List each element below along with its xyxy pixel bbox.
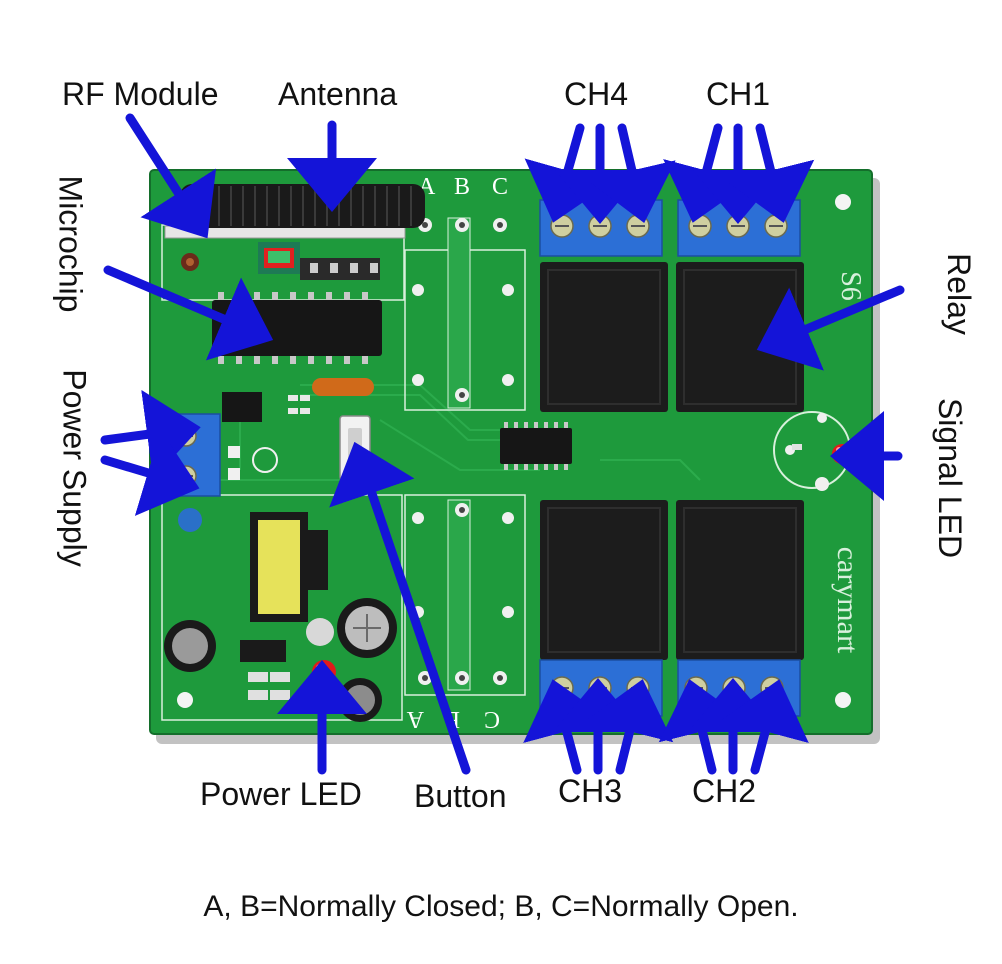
label-ch1: CH1 (706, 76, 771, 112)
arrow-rf-module (125, 113, 217, 239)
label-ch4: CH4 (564, 76, 629, 112)
relay-ch4 (540, 262, 668, 412)
label-microchip: Microchip (52, 175, 89, 313)
antenna-coil (180, 184, 425, 228)
label-rf-module: RF Module (62, 76, 219, 112)
pad-block-top (404, 217, 526, 411)
arrow-power-supply-2 (100, 429, 200, 516)
terminal-block-ch4 (539, 199, 663, 257)
label-relay: Relay (940, 253, 977, 335)
label-signal-led: Signal LED (932, 397, 969, 559)
terminal-block-ch1 (677, 199, 801, 257)
arrow-microchip (103, 265, 274, 361)
terminal-letter-a-bottom: A (406, 706, 424, 732)
label-ch3: CH3 (558, 773, 623, 809)
terminal-letter-b-top: B (454, 174, 470, 200)
arrow-button (329, 441, 471, 775)
arrow-ch2-c (721, 679, 809, 775)
power-section-outline (161, 494, 403, 721)
annotation-arrows (100, 113, 905, 775)
terminal-block-ch3 (539, 659, 663, 717)
label-power-supply: Power Supply (56, 369, 93, 567)
push-button (339, 415, 371, 481)
smd-components (222, 378, 374, 480)
decoder-ic (500, 422, 572, 470)
power-led (312, 660, 336, 684)
signal-led (832, 444, 852, 464)
label-antenna: Antenna (278, 76, 398, 112)
model-silkscreen: S6 (835, 271, 866, 301)
relay-ch3 (540, 500, 668, 660)
terminal-block-ch2 (677, 659, 801, 717)
relay-ch2 (676, 500, 804, 660)
footnote-contact-legend: A, B=Normally Closed; B, C=Normally Open… (203, 890, 799, 923)
label-button: Button (414, 778, 507, 814)
terminal-letters-top: A B C (418, 174, 508, 200)
power-terminal-block (167, 413, 221, 497)
arrow-ch1-c (726, 123, 815, 223)
terminal-letter-c-top: C (492, 174, 508, 200)
arrow-ch4-c (588, 123, 676, 224)
brand-silkscreen: carymart (831, 547, 864, 654)
relay-ch1 (676, 262, 804, 412)
rf-module (164, 225, 406, 280)
label-power-led: Power LED (200, 776, 362, 812)
label-ch2: CH2 (692, 773, 757, 809)
pad-block-bottom (404, 494, 526, 696)
arrow-relay (756, 285, 905, 371)
power-supply-circuit (164, 508, 397, 722)
terminal-letter-c-bottom: C (484, 706, 500, 732)
arrow-ch3-c (585, 679, 674, 775)
